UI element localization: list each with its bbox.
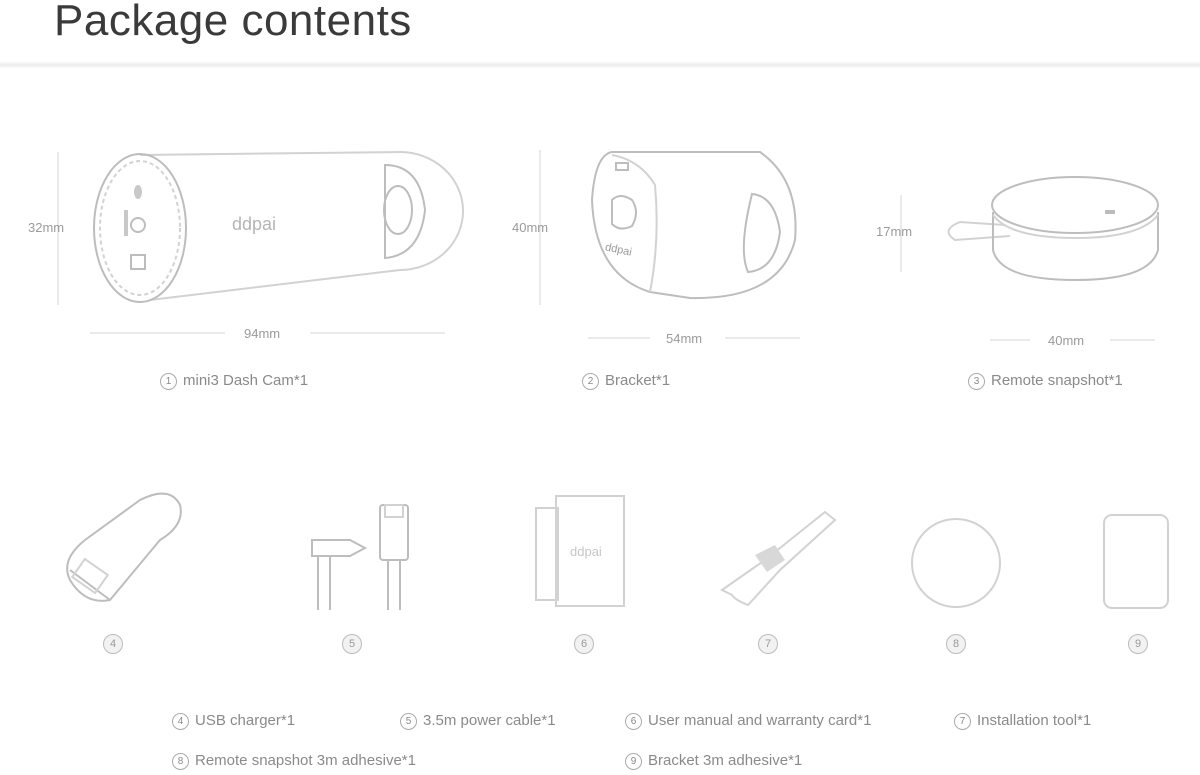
- dash-cam-label: mini3 Dash Cam*1: [183, 372, 309, 389]
- accessory-badge-7: 7: [758, 634, 778, 654]
- remote-snapshot-icon: [900, 176, 1159, 341]
- accessory-badge-5: 5: [342, 634, 362, 654]
- accessory-illustrations: [66, 492, 1169, 610]
- rectangular-adhesive-icon: [1103, 514, 1169, 609]
- user-manual-icon: [535, 495, 625, 607]
- dash-cam-icon: [57, 150, 465, 334]
- page-title: Package contents: [54, 0, 412, 45]
- dash-cam-width-dim: 94mm: [244, 326, 281, 341]
- dash-cam-caption: 1 mini3 Dash Cam*1: [160, 372, 308, 390]
- dash-cam-brand: ddpai: [232, 214, 277, 234]
- bracket-brand: ddpai: [604, 241, 633, 259]
- bracket-label: Bracket*1: [605, 372, 671, 389]
- remote-snapshot-label: Remote snapshot*1: [991, 372, 1123, 389]
- bracket-height-dim: 40mm: [512, 220, 549, 235]
- header-divider: [0, 62, 1200, 68]
- remote-snapshot-caption: 3 Remote snapshot*1: [968, 372, 1123, 390]
- installation-tool-icon: [720, 510, 837, 607]
- remote-snapshot-height-dim: 17mm: [876, 224, 913, 239]
- item-number-badge: 1: [160, 373, 177, 390]
- manual-brand: ddpai: [570, 544, 602, 559]
- bracket-caption: 2 Bracket*1: [582, 372, 670, 390]
- round-adhesive-icon: [911, 518, 1001, 608]
- dash-cam-height-dim: 32mm: [28, 220, 65, 235]
- item-number-badge: 2: [582, 373, 599, 390]
- accessory-badge-8: 8: [946, 634, 966, 654]
- power-cable-icon: [311, 504, 409, 610]
- accessory-badge-4: 4: [103, 634, 123, 654]
- accessory-badge-6: 6: [574, 634, 594, 654]
- bracket-icon: [539, 150, 800, 339]
- bracket-width-dim: 54mm: [666, 331, 703, 346]
- accessory-badge-9: 9: [1128, 634, 1148, 654]
- usb-charger-icon: [66, 492, 182, 602]
- item-number-badge: 3: [968, 373, 985, 390]
- remote-snapshot-width-dim: 40mm: [1048, 333, 1085, 348]
